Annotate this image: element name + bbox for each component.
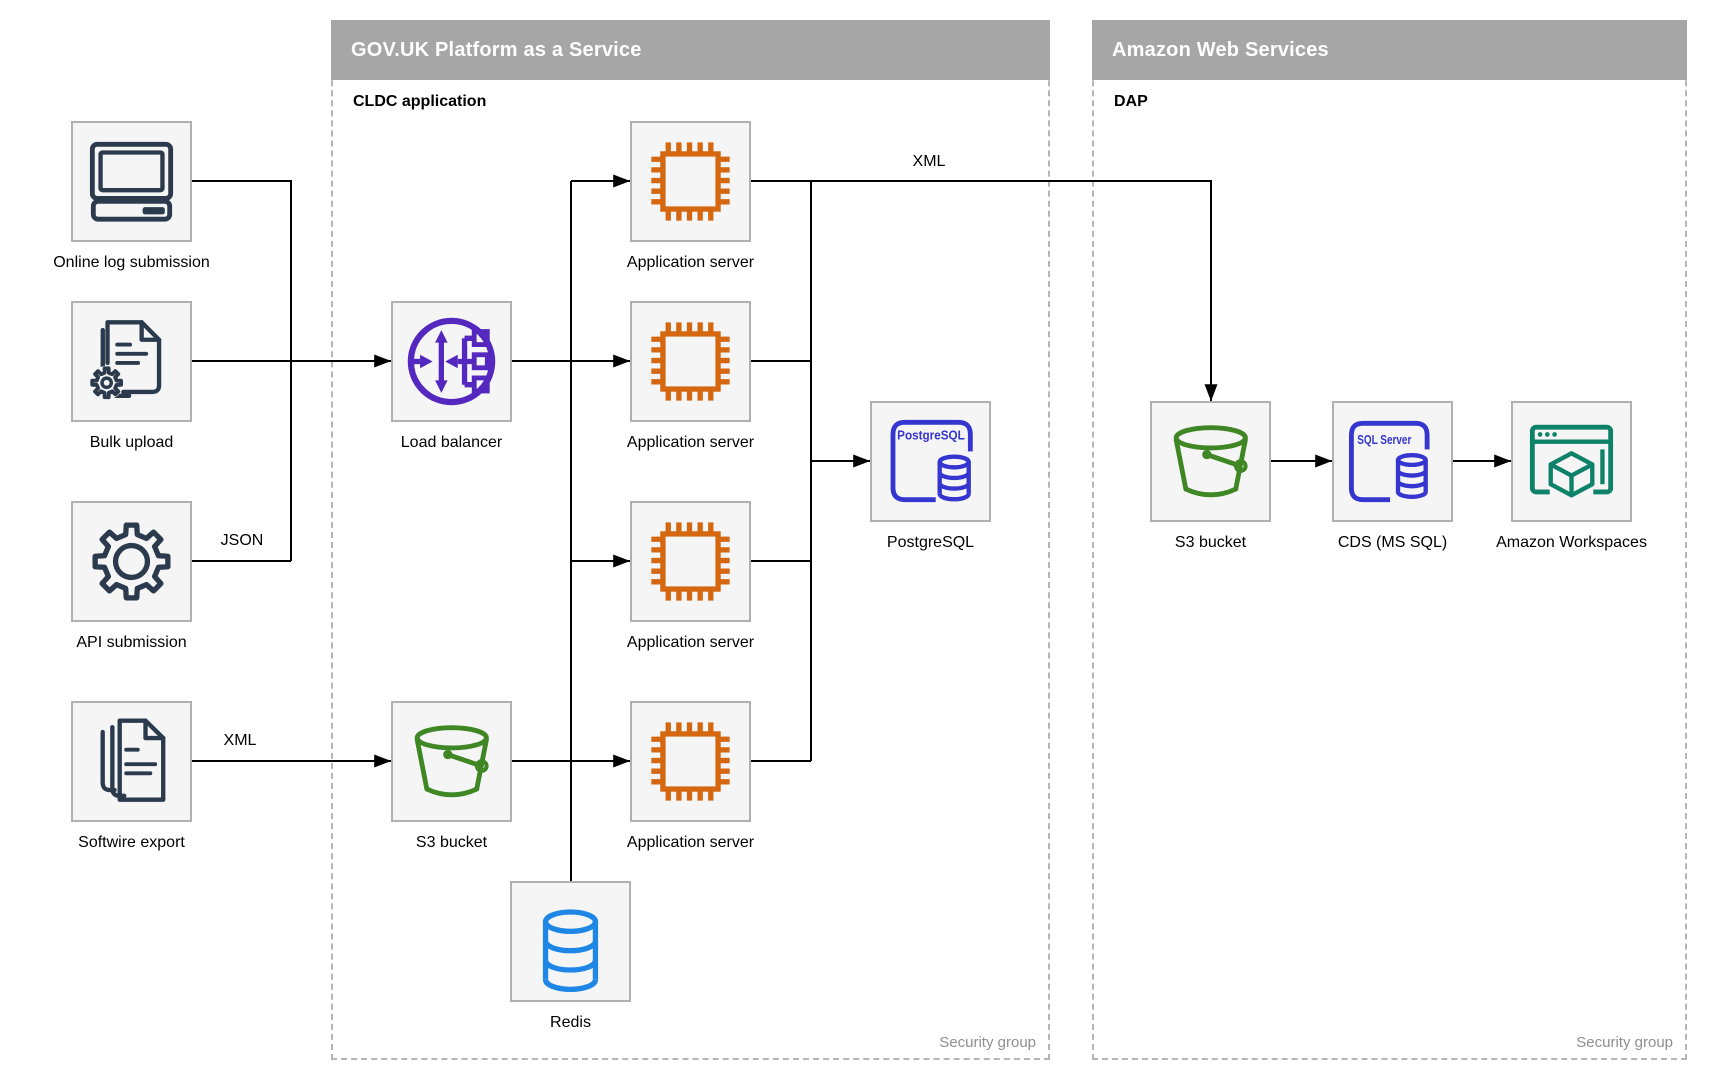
edge-online-log-to-junction [192, 180, 292, 561]
node-api-submission: API submission [71, 501, 192, 651]
node-app-server-2: Application server [627, 301, 754, 451]
chip-icon [651, 322, 730, 401]
edge-label-xml-left-label: XML [223, 732, 257, 749]
container-paas-sublabel: CLDC application [353, 93, 487, 110]
node-online-log-submission: Online log submission [53, 121, 210, 271]
documents-stack-icon [100, 718, 166, 802]
chip-icon [651, 722, 730, 801]
container-aws-header: Amazon Web Services [1092, 20, 1687, 80]
chip-icon [651, 522, 730, 601]
node-amazon-workspaces-label: Amazon Workspaces [1496, 534, 1647, 551]
sql-server-icon: SQL Server [1348, 420, 1432, 503]
node-app-server-3-label: Application server [626, 634, 755, 651]
node-load-balancer: Load balancer [391, 301, 512, 451]
node-online-log-submission-label: Online log submission [53, 254, 210, 271]
container-paas-header: GOV.UK Platform as a Service [331, 20, 1050, 80]
node-app-server-4: Application server [627, 701, 754, 851]
node-app-server-1: Application server [627, 121, 754, 271]
node-postgresql: PostgreSQL PostgreSQL [870, 401, 991, 551]
node-api-submission-label: API submission [76, 634, 187, 651]
postgresql-icon: PostgreSQL [890, 419, 973, 503]
node-app-server-1-label: Application server [626, 254, 755, 271]
node-app-server-3: Application server [627, 501, 754, 651]
node-cds-ms-sql-label: CDS (MS SQL) [1337, 534, 1448, 551]
security-group-label: Security group [1576, 1034, 1673, 1051]
edge-label-xml-top-label: XML [912, 153, 946, 170]
database-cylinder-icon [542, 909, 599, 992]
node-s3-bucket-aws-label: S3 bucket [1174, 534, 1247, 551]
node-redis: Redis [510, 881, 631, 1031]
computer-icon [89, 141, 174, 222]
container-aws-sublabel: DAP [1114, 93, 1148, 110]
s3-bucket-icon [414, 725, 489, 798]
svg-text:PostgreSQL: PostgreSQL [897, 428, 965, 443]
node-s3-bucket-paas-label: S3 bucket [415, 834, 488, 851]
node-softwire-export-label: Softwire export [78, 834, 185, 851]
node-softwire-export: Softwire export [71, 701, 192, 851]
edge-label-json-label: JSON [220, 532, 264, 549]
security-group-label: Security group [939, 1034, 1036, 1051]
node-load-balancer-label: Load balancer [400, 434, 503, 451]
s3-bucket-icon [1173, 425, 1248, 498]
node-amazon-workspaces: Amazon Workspaces [1496, 401, 1647, 551]
node-s3-bucket-paas: S3 bucket [391, 701, 512, 851]
edge-app1-xml-to-s3-aws [751, 180, 1218, 402]
gear-icon [92, 522, 171, 601]
node-app-server-4-label: Application server [626, 834, 755, 851]
node-postgresql-label: PostgreSQL [886, 534, 975, 551]
workspaces-icon [1529, 424, 1614, 504]
document-gear-icon [89, 320, 162, 400]
node-s3-bucket-aws: S3 bucket [1150, 401, 1271, 551]
node-bulk-upload-label: Bulk upload [89, 434, 174, 451]
node-bulk-upload: Bulk upload [71, 301, 192, 451]
svg-text:SQL Server: SQL Server [1357, 433, 1411, 447]
node-app-server-2-label: Application server [626, 434, 755, 451]
load-balancer-icon [407, 317, 496, 406]
chip-icon [651, 142, 730, 221]
node-redis-label: Redis [550, 1014, 591, 1031]
